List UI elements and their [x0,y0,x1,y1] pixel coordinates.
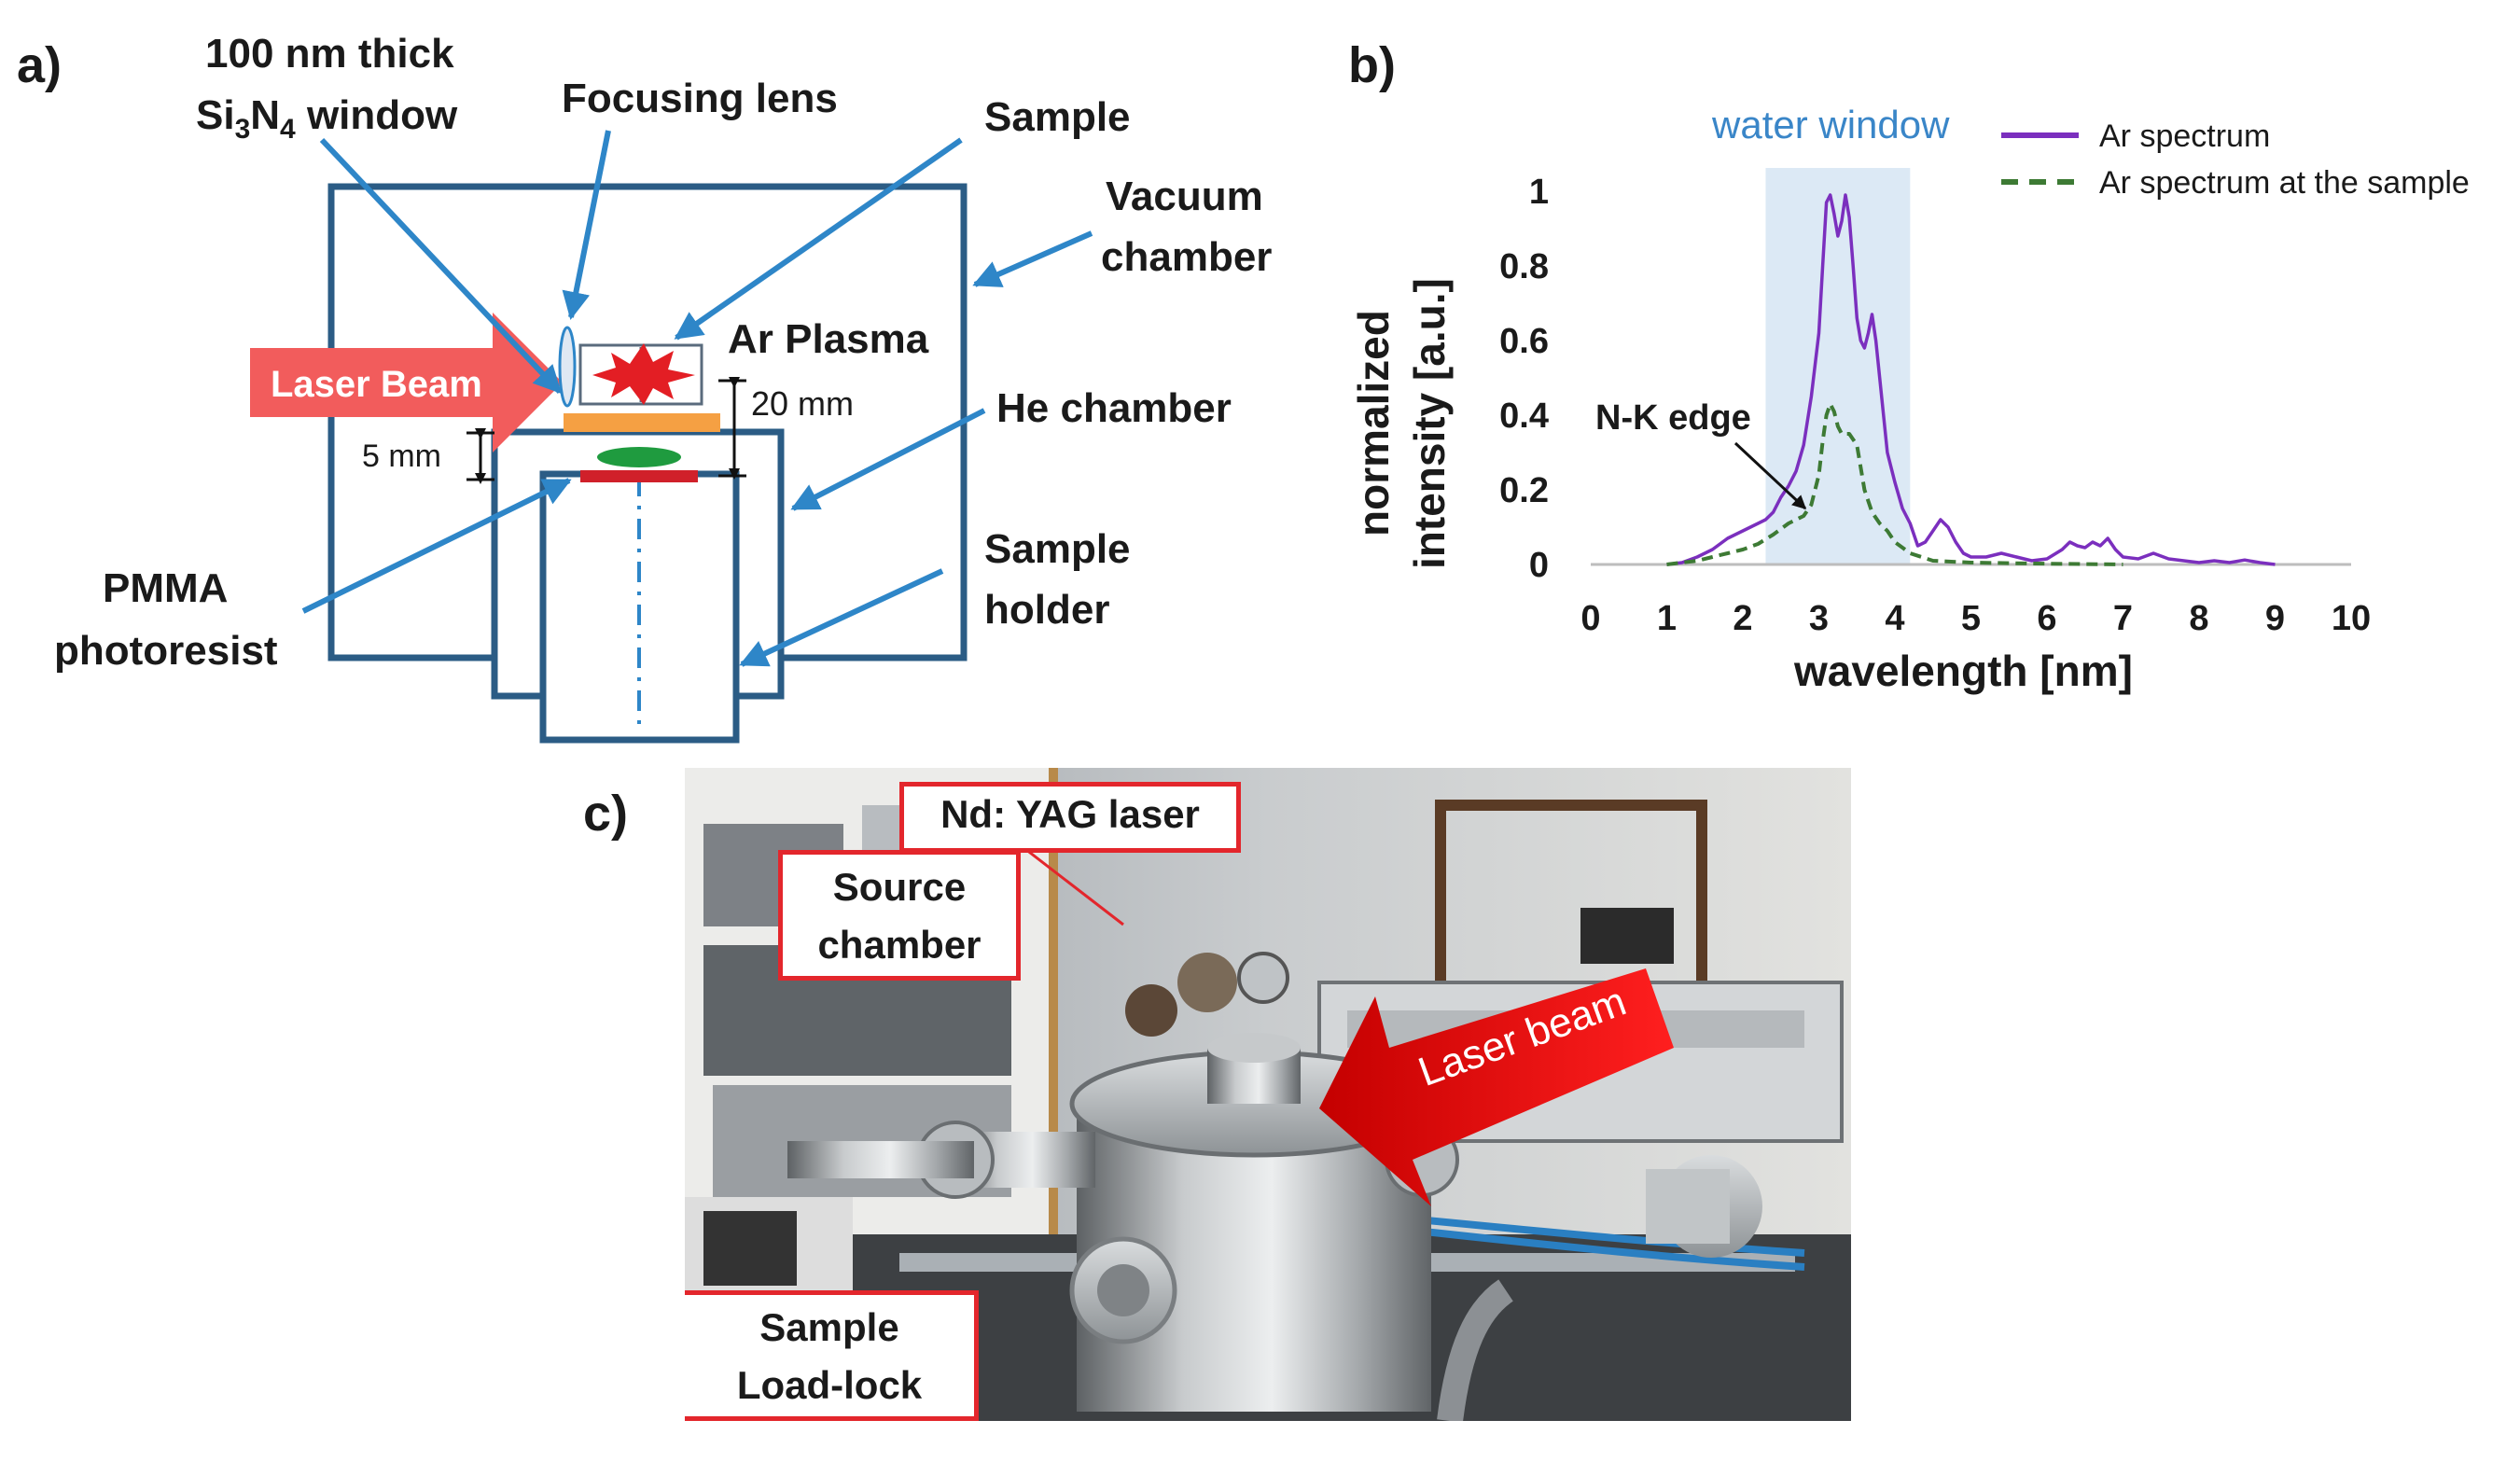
x-tick-label: 5 [1961,599,1981,638]
x-tick-label: 4 [1885,599,1904,638]
load-lock-text-line1: Sample [759,1305,899,1349]
nk-edge-label: N-K edge [1595,398,1751,438]
leader-pmma [301,478,572,614]
series-line-1 [1666,193,2276,566]
dim-20-label: 20 mm [751,384,854,423]
nk-edge-arrow [1733,441,1807,510]
x-tick-label: 8 [2189,599,2208,638]
focusing-lens-label: Focusing lens [562,76,838,121]
window-label-line1: 100 nm thick [205,31,454,77]
panel-c-label-svg: c) [583,786,628,842]
sample-holder-label-line1: Sample [984,526,1131,572]
panel-a-label: a) [17,37,62,93]
y-tick-label: 0.6 [1499,322,1549,361]
y-axis-title-line2: intensity [a.u.] [1405,278,1454,569]
vacuum-chamber-label-line2: chamber [1101,234,1272,280]
sample-label: Sample [984,94,1131,140]
photo-laser-beam-arrow [1319,968,1674,1206]
vacuum-chamber-label-line1: Vacuum [1106,174,1263,219]
leader-window [319,137,563,395]
pmma-layer [580,470,698,482]
he-chamber-label: He chamber [996,385,1232,431]
lab-setup-photo: Nd: YAG laser Source chamber Sample Load… [685,768,1851,1421]
focusing-lens [558,326,577,408]
y-tick-label: 0 [1529,546,1549,585]
panel-b-label: b) [1348,37,1396,93]
y-axis-title-line1: normalized [1349,310,1398,536]
water-window-label: water window [1711,103,1950,146]
laser-beam-label: Laser Beam [271,364,482,405]
x-tick-label: 3 [1809,599,1829,638]
source-chamber-text-line1: Source [832,865,967,909]
load-lock-text-line2: Load-lock [736,1363,923,1407]
sample-holder-label-line2: holder [984,587,1109,633]
leader-holder [739,568,944,667]
leader-he [790,408,986,511]
x-tick-label: 0 [1580,599,1600,638]
x-tick-label: 7 [2113,599,2133,638]
focused-beam-spot [597,447,681,467]
leader-lens [562,130,611,320]
si3n4-window [564,413,720,432]
window-label-line2: Si3N4 window [196,92,458,145]
ar-plasma-label: Ar Plasma [728,316,929,362]
ar-plasma-burst [592,343,695,405]
x-tick-label: 1 [1657,599,1677,638]
panel-c-label: c) [583,786,628,842]
nd-yag-laser-text: Nd: YAG laser [940,792,1200,836]
x-tick-label: 2 [1733,599,1752,638]
source-chamber-text-line2: chamber [817,923,982,967]
legend-label-2: Ar spectrum at the sample [2099,165,2470,201]
dim-5-label: 5 mm [362,439,441,474]
x-tick-label: 6 [2037,599,2056,638]
panel-b-spectrum-chart: b) 0 1 2 3 4 5 6 7 8 9 10 0 0.2 0.4 0.6 0.8 1 Ar spectrum… [1348,37,2470,695]
panel-a-schematic: a) Laser Beam 20 mm 5 mm 100 nm thick Si… [17,31,1272,744]
pmma-label-line1: PMMA [103,565,228,611]
y-tick-label: 0.4 [1499,397,1549,436]
x-axis-title: wavelength [nm] [1793,647,2133,695]
y-tick-label: 0.2 [1499,471,1549,510]
source-chamber-callout: Source chamber [778,850,1021,981]
y-tick-label: 0.8 [1499,247,1549,286]
leader-sample [674,137,963,341]
x-tick-label: 10 [2332,599,2371,638]
series-line-2 [1666,402,2123,566]
x-tick-label: 9 [2265,599,2285,638]
y-tick-label: 1 [1529,173,1549,212]
legend-label-1: Ar spectrum [2099,118,2270,154]
load-lock-callout: Sample Load-lock [685,1290,979,1421]
leader-vacuum [972,230,1093,287]
laser-beam-arrow [250,313,563,453]
pmma-label-line2: photoresist [54,628,278,674]
nd-yag-laser-callout: Nd: YAG laser [899,782,1241,853]
